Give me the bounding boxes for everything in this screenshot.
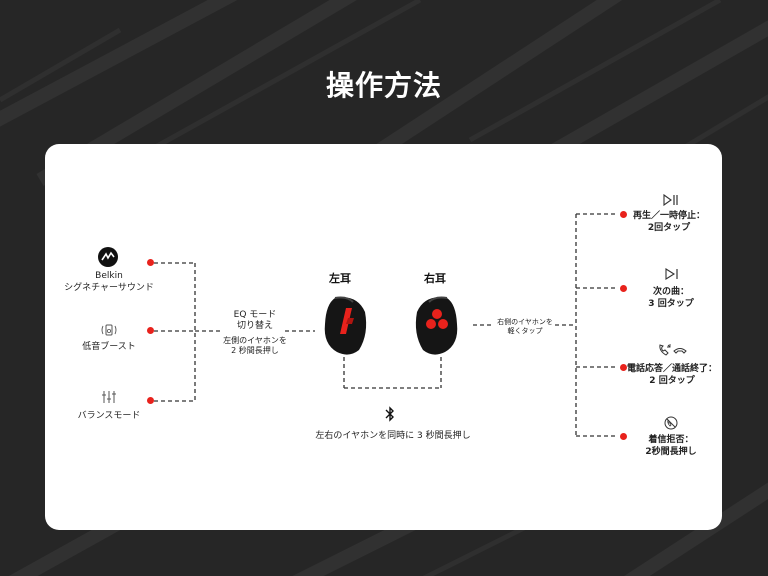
next-track-line1: 次の曲： [652,287,689,297]
right-earbud-image [415,296,458,355]
right-ear-label: 右耳 [424,272,446,285]
both-earbuds-instruction: 左右のイヤホンを同時に 3 秒間長押し [315,431,471,441]
next-track-icon [665,268,678,280]
eq-switch-label: EQ モード 切り替え [210,310,300,332]
call-reject-dot [620,433,627,440]
mode-bass-label: 低音ブースト [82,342,136,352]
call-reject-line2: 2秒間長押し [645,447,697,457]
connector-lines [154,213,617,437]
page-title: 操作方法 [325,69,442,102]
phone-answer-line1: 電話応答／通話終了： [626,364,717,374]
eq-switch-instruction: 左側のイヤホンを 2 秒間長押し [210,336,300,356]
left-earbud-image [324,296,367,355]
mode-belkin-dot [147,259,154,266]
mode-bass-dot [147,327,154,334]
play-pause-line1: 再生／一時停止： [632,211,705,221]
right-tap-line1: 右側のイヤホンを [497,318,553,326]
play-pause-icon [663,194,678,206]
next-track-dot [620,285,627,292]
right-tap-line2: 軽くタップ [507,327,543,335]
mode-belkin-label: Belkin シグネチャーサウンド [63,270,155,294]
left-ear-label: 左耳 [329,272,351,285]
mode-balance-dot [147,397,154,404]
mode-belkin-line2: シグネチャーサウンド [64,283,154,293]
play-pause-line2: 2回タップ [647,223,691,233]
next-track-label: 次の曲： 3 回タップ [628,286,714,310]
eq-switch-line2: 切り替え [236,321,273,331]
equalizer-sliders-icon [102,391,116,403]
call-reject-label: 着信拒否： 2秒間長押し [628,434,714,458]
bass-speaker-icon [101,324,117,336]
play-pause-dot [620,211,627,218]
eq-switch-line4: 2 秒間長押し [231,346,279,355]
mode-balance-label: バランスモード [77,411,141,421]
call-reject-line1: 着信拒否： [648,435,694,445]
mode-belkin-line1: Belkin [95,271,123,281]
instructions-card: Belkin シグネチャーサウンド 低音ブースト バランスモード EQ モード … [45,144,722,530]
call-reject-icon [664,416,678,430]
phone-answer-label: 電話応答／通話終了： 2 回タップ [622,363,722,387]
right-tap-instruction: 右側のイヤホンを 軽くタップ [489,318,561,336]
bluetooth-icon [385,406,394,422]
play-pause-label: 再生／一時停止： 2回タップ [618,210,720,234]
phone-answer-end-icon [659,344,687,356]
phone-answer-line2: 2 回タップ [649,376,695,386]
eq-switch-line1: EQ モード [233,310,277,320]
next-track-line2: 3 回タップ [648,299,694,309]
eq-switch-line3: 左側のイヤホンを [223,336,287,345]
phone-answer-dot [620,364,627,371]
belkin-logo-icon [98,247,118,267]
